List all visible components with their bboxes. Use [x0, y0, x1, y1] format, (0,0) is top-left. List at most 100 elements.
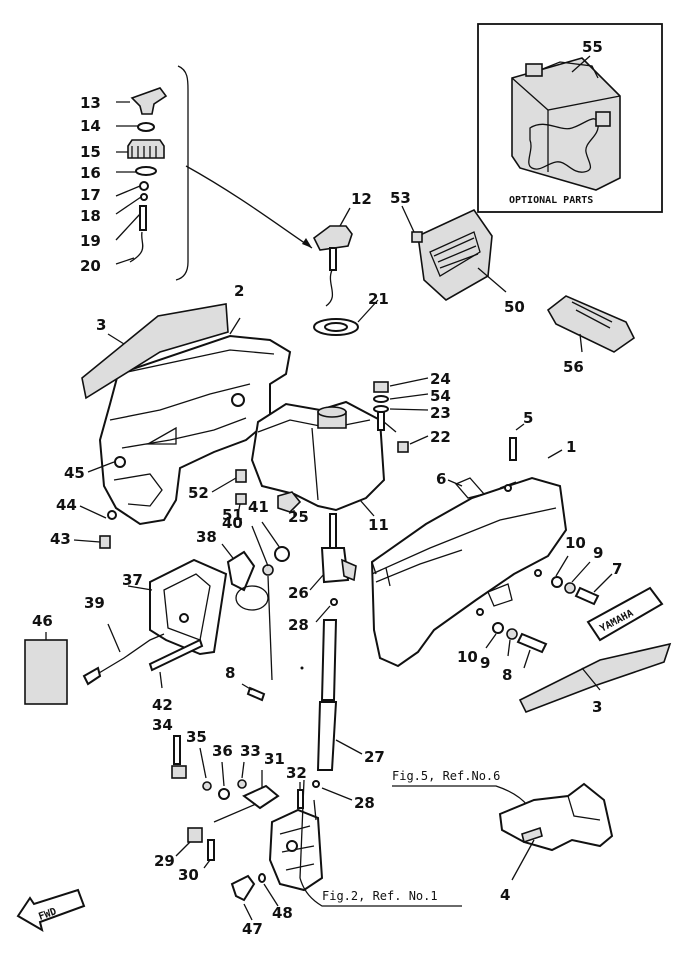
fwd-arrow: FWD — [16, 888, 86, 933]
optional-parts-box: OPTIONAL PARTS — [477, 23, 663, 213]
screw-42 — [241, 683, 266, 702]
callout-45: 45 — [64, 464, 85, 482]
callout-17: 17 — [80, 186, 101, 204]
bracket-37 — [127, 558, 228, 656]
grommet-51 — [235, 493, 247, 515]
callout-25: 25 — [288, 508, 309, 526]
callout-43: 43 — [50, 530, 71, 548]
yamaha-decal: YAMAHA — [518, 586, 672, 714]
fuel-tank — [250, 400, 397, 517]
callout-34: 34 — [152, 716, 173, 734]
callout-14: 14 — [80, 117, 101, 135]
callout-29: 29 — [154, 852, 175, 870]
callout-33: 33 — [240, 742, 261, 760]
screw-stack-24-23 — [373, 377, 429, 453]
callout-7: 7 — [612, 560, 622, 578]
callout-53: 53 — [390, 189, 411, 207]
grommet-43 — [73, 535, 111, 549]
callout-37: 37 — [122, 571, 143, 589]
bracket-50 — [401, 205, 507, 301]
fuel-cap-exploded — [115, 65, 313, 281]
screw-33 — [237, 761, 247, 789]
side-cover-left — [98, 317, 292, 526]
callout-20: 20 — [80, 257, 101, 275]
callout-24: 24 — [430, 370, 451, 388]
callout-47: 47 — [242, 920, 263, 938]
callout-16: 16 — [80, 164, 101, 182]
callout-52: 52 — [188, 484, 209, 502]
callout-12: 12 — [351, 190, 372, 208]
callout-15: 15 — [80, 143, 101, 161]
callout-10b: 10 — [457, 648, 478, 666]
fasteners-upper — [551, 555, 613, 606]
callout-1: 1 — [566, 438, 576, 456]
callout-21: 21 — [368, 290, 389, 308]
fuel-cock-26 — [309, 513, 357, 623]
callout-36: 36 — [212, 742, 233, 760]
callout-56: 56 — [563, 358, 584, 376]
clip-28b — [312, 780, 353, 801]
callout-31: 31 — [264, 750, 285, 768]
decal-left — [81, 303, 229, 400]
callout-48: 48 — [272, 904, 293, 922]
callout-50: 50 — [504, 298, 525, 316]
callout-27: 27 — [364, 748, 385, 766]
callout-32: 32 — [286, 764, 307, 782]
callout-9b: 9 — [480, 654, 490, 672]
washer-35 — [199, 747, 212, 791]
callout-49: 42 — [152, 696, 173, 714]
choke-knob-assembly — [226, 521, 290, 681]
ref-fig2: Fig.2, Ref. No.1 — [322, 889, 438, 903]
callout-4: 4 — [500, 886, 510, 904]
linkage-31 — [213, 770, 304, 823]
callout-46: 46 — [32, 612, 53, 630]
callout-28b: 28 — [354, 794, 375, 812]
callout-3: 3 — [96, 316, 106, 334]
fasteners-lower — [485, 622, 548, 669]
caption-optional-parts: OPTIONAL PARTS — [509, 195, 593, 206]
ref-fig5: Fig.5, Ref.No.6 — [392, 769, 500, 783]
callout-13: 13 — [80, 94, 101, 112]
grommet-52 — [211, 469, 247, 493]
callout-30: 30 — [178, 866, 199, 884]
o-ring-48 — [258, 873, 279, 907]
callout-55: 55 — [582, 38, 603, 56]
callout-51: 51 — [222, 506, 243, 524]
fuel-pump — [268, 799, 324, 892]
callout-19: 19 — [80, 232, 101, 250]
screw-34 — [171, 735, 187, 779]
callout-9a: 9 — [593, 544, 603, 562]
callout-39: 39 — [84, 594, 105, 612]
callout-28a: 28 — [288, 616, 309, 634]
top-cowling — [370, 449, 568, 668]
callout-54: 54 — [430, 387, 451, 405]
callout-8: 8 — [502, 666, 512, 684]
callout-40: 40 — [222, 514, 243, 532]
callout-10a: 10 — [565, 534, 586, 552]
callout-11: 11 — [368, 516, 389, 534]
elbow-47 — [230, 874, 256, 921]
callout-5: 5 — [523, 409, 533, 427]
callout-41: 41 — [248, 498, 269, 516]
callout-44: 44 — [56, 496, 77, 514]
callout-23: 23 — [430, 404, 451, 422]
callout-35: 35 — [186, 728, 207, 746]
portable-fuel-can — [511, 57, 621, 191]
callout-2: 2 — [234, 282, 244, 300]
plate-46 — [24, 632, 68, 705]
callout-22: 22 — [430, 428, 451, 446]
callout-26: 26 — [288, 584, 309, 602]
part-4 — [498, 782, 614, 881]
callout-18: 18 — [80, 207, 101, 225]
bolt-49 — [148, 638, 204, 689]
screw-5 — [509, 423, 525, 461]
callout-38: 38 — [196, 528, 217, 546]
cable-39 — [82, 623, 165, 686]
carry-handle-56 — [546, 295, 636, 353]
screw-30 — [203, 839, 215, 869]
clip-29 — [175, 827, 203, 857]
washer-36 — [218, 761, 230, 800]
callout-6: 6 — [436, 470, 446, 488]
fuel-hose-27 — [316, 619, 363, 771]
